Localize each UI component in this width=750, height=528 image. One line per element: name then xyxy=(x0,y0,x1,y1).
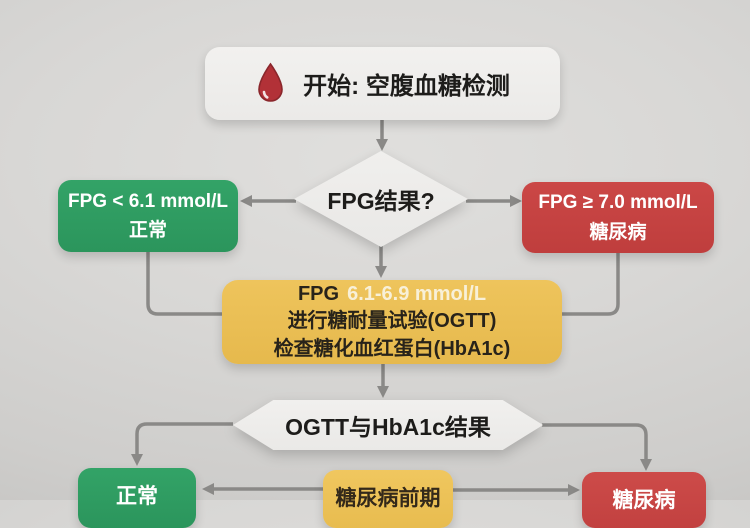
ogtt-decision-node: OGTT与HbA1c结果 xyxy=(233,400,543,450)
impaired-branch-prefix: FPG xyxy=(297,282,340,305)
blood-drop-icon xyxy=(258,62,283,102)
impaired-branch-action2: 检查糖化血红蛋白(HbA1c) xyxy=(273,337,511,360)
result-diabetes-label: 糖尿病 xyxy=(612,489,676,512)
arrow-ogtt-to-result-diabetes xyxy=(542,423,652,471)
diabetes-branch-node: FPG ≥ 7.0 mmol/L 糖尿病 xyxy=(522,182,714,253)
ogtt-decision-label: OGTT与HbA1c结果 xyxy=(285,414,491,440)
impaired-branch-node: FPG 6.1-6.9 mmol/L 进行糖耐量试验(OGTT) 检查糖化血红蛋白… xyxy=(222,280,562,364)
diabetes-branch-label: 糖尿病 xyxy=(589,221,647,243)
result-normal-node: 正常 xyxy=(78,468,196,528)
impaired-branch-range-line: FPG 6.1-6.9 mmol/L xyxy=(298,281,486,309)
normal-branch-node: FPG < 6.1 mmol/L 正常 xyxy=(58,180,238,252)
result-normal-label: 正常 xyxy=(116,485,158,508)
impaired-branch-range: 6.1-6.9 mmol/L xyxy=(347,282,487,305)
connector-arrows xyxy=(131,120,652,496)
normal-branch-value: FPG < 6.1 mmol/L xyxy=(68,190,228,212)
result-prediabetes-node: 糖尿病前期 xyxy=(323,470,453,528)
line-diabetes-to-impaired xyxy=(562,253,620,316)
arrow-ogtt-to-result-normal xyxy=(131,422,233,466)
result-diabetes-node: 糖尿病 xyxy=(582,472,706,528)
line-normal-to-impaired xyxy=(146,252,222,316)
diabetes-branch-value: FPG ≥ 7.0 mmol/L xyxy=(538,192,698,214)
normal-branch-label: 正常 xyxy=(128,220,167,241)
flowchart-canvas: 开始: 空腹血糖检测 FPG结果? FPG < 6.1 mmol/L 正常 FP… xyxy=(58,47,714,528)
fpg-decision-label: FPG结果? xyxy=(327,188,435,214)
start-label: 开始: 空腹血糖检测 xyxy=(303,73,510,100)
fpg-decision-node: FPG结果? xyxy=(294,151,468,247)
impaired-branch-action1: 进行糖耐量试验(OGTT) xyxy=(287,310,497,333)
result-prediabetes-label: 糖尿病前期 xyxy=(335,487,441,510)
start-node: 开始: 空腹血糖检测 xyxy=(205,47,560,120)
